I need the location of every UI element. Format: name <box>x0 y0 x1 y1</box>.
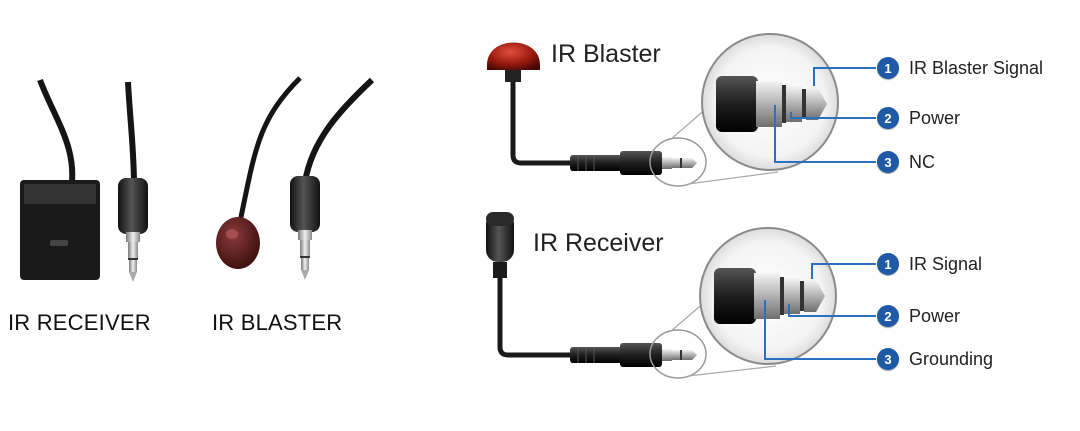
receiver-photo-label: IR RECEIVER <box>8 310 151 335</box>
blaster-pin-3: 3 NC <box>877 151 935 173</box>
pin-number-badge: 2 <box>877 107 899 129</box>
pin-label: Grounding <box>909 348 994 369</box>
pin-number-badge: 2 <box>877 305 899 327</box>
receiver-jack-magnified <box>699 227 876 365</box>
pin-number-badge: 3 <box>877 348 899 370</box>
receiver-pin-3: 3 Grounding <box>877 348 993 370</box>
pin-label: Power <box>909 305 961 326</box>
receiver-pin-1: 1 IR Signal <box>877 253 982 275</box>
pin-label: NC <box>909 151 935 172</box>
pin-number-badge: 3 <box>877 151 899 173</box>
pin-label: IR Blaster Signal <box>909 57 1044 78</box>
blaster-title: IR Blaster <box>551 40 661 68</box>
ir-receiver-photo-icon <box>20 78 148 282</box>
blaster-jack-magnified <box>701 33 876 171</box>
blaster-pin-1: 1 IR Blaster Signal <box>877 57 1043 79</box>
pin-number-badge: 1 <box>877 253 899 275</box>
receiver-pin-2: 2 Power <box>877 305 960 327</box>
pin-label: Power <box>909 107 961 128</box>
receiver-title: IR Receiver <box>533 229 664 257</box>
receiver-cable-assembly <box>486 212 777 379</box>
blaster-cable-assembly <box>487 42 779 187</box>
pin-label: IR Signal <box>909 253 983 274</box>
blaster-photo-label: IR BLASTER <box>212 310 343 335</box>
ir-blaster-photo-icon <box>216 76 375 280</box>
blaster-pin-2: 2 Power <box>877 107 960 129</box>
pin-number-badge: 1 <box>877 57 899 79</box>
